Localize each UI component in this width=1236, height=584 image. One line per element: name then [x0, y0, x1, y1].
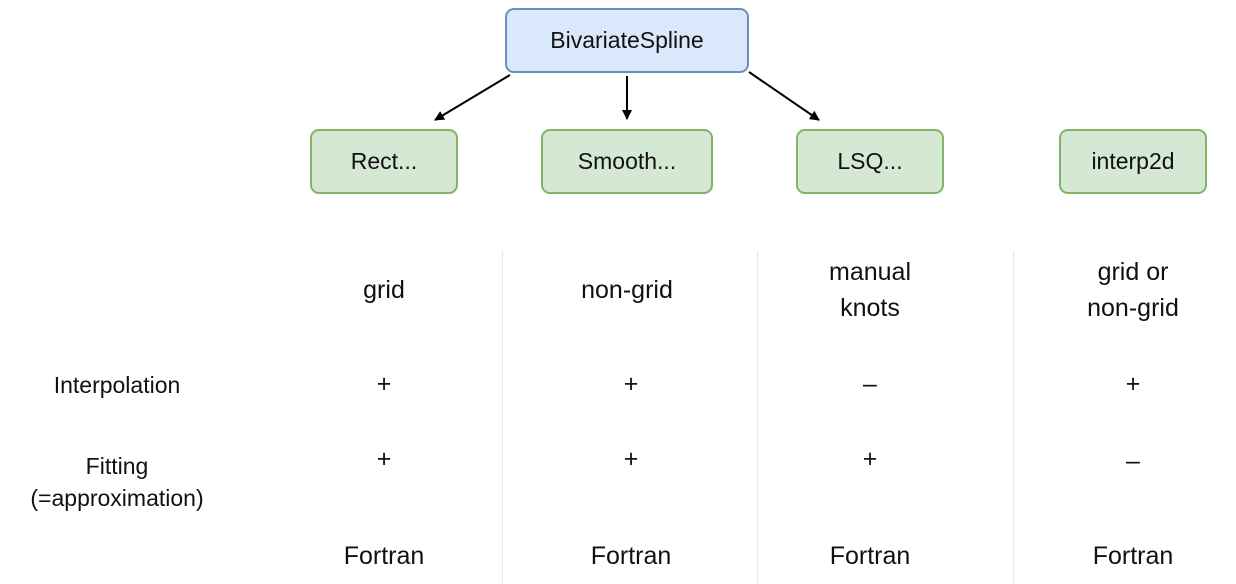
column-divider: [757, 252, 758, 584]
cell-lsq-impl: Fortran: [829, 542, 911, 570]
cell-text: grid or: [1097, 258, 1169, 286]
node-rect: Rect...: [310, 129, 458, 194]
node-smooth: Smooth...: [541, 129, 713, 194]
cell-interp2d-impl: Fortran: [1092, 542, 1174, 570]
cell-rect-fitting: +: [376, 445, 392, 473]
root-node-bivariatespline: BivariateSpline: [505, 8, 749, 73]
node-smooth-label: Smooth...: [577, 148, 677, 174]
arrow-to-rect: [434, 74, 511, 121]
row-label-interpolation-text: Interpolation: [53, 372, 181, 398]
cell-smooth-fitting: +: [623, 445, 639, 473]
node-interp2d-label: interp2d: [1091, 148, 1175, 174]
node-lsq-label: LSQ...: [837, 148, 903, 174]
arrow-to-lsq: [748, 71, 820, 121]
cell-lsq-data-kind: manual knots: [770, 254, 970, 326]
node-interp2d: interp2d: [1059, 129, 1207, 194]
cell-interp2d-fitting: –: [1126, 447, 1140, 475]
column-divider: [1013, 252, 1014, 584]
row-label-fitting-line1: Fitting: [85, 453, 149, 479]
cell-text: knots: [840, 294, 900, 322]
node-rect-label: Rect...: [350, 148, 418, 174]
cell-lsq-interpolation: –: [863, 370, 877, 398]
cell-text: non-grid: [581, 276, 673, 304]
cell-interp2d-interpolation: +: [1125, 370, 1141, 398]
cell-text: non-grid: [1087, 294, 1179, 322]
cell-lsq-fitting: +: [862, 445, 878, 473]
cell-interp2d-data-kind: grid or non-grid: [1033, 254, 1233, 326]
root-node-label: BivariateSpline: [550, 27, 704, 53]
row-label-interpolation: Interpolation: [16, 369, 218, 401]
cell-text: manual: [829, 258, 911, 286]
column-divider: [502, 252, 503, 584]
row-label-fitting-line2: (=approximation): [30, 485, 204, 511]
row-label-fitting: Fitting (=approximation): [16, 450, 218, 514]
cell-rect-data-kind: grid: [284, 272, 484, 308]
cell-rect-impl: Fortran: [343, 542, 425, 570]
cell-smooth-impl: Fortran: [590, 542, 672, 570]
cell-rect-interpolation: +: [376, 370, 392, 398]
cell-smooth-interpolation: +: [623, 370, 639, 398]
cell-text: grid: [363, 276, 405, 304]
cell-smooth-data-kind: non-grid: [527, 272, 727, 308]
node-lsq: LSQ...: [796, 129, 944, 194]
